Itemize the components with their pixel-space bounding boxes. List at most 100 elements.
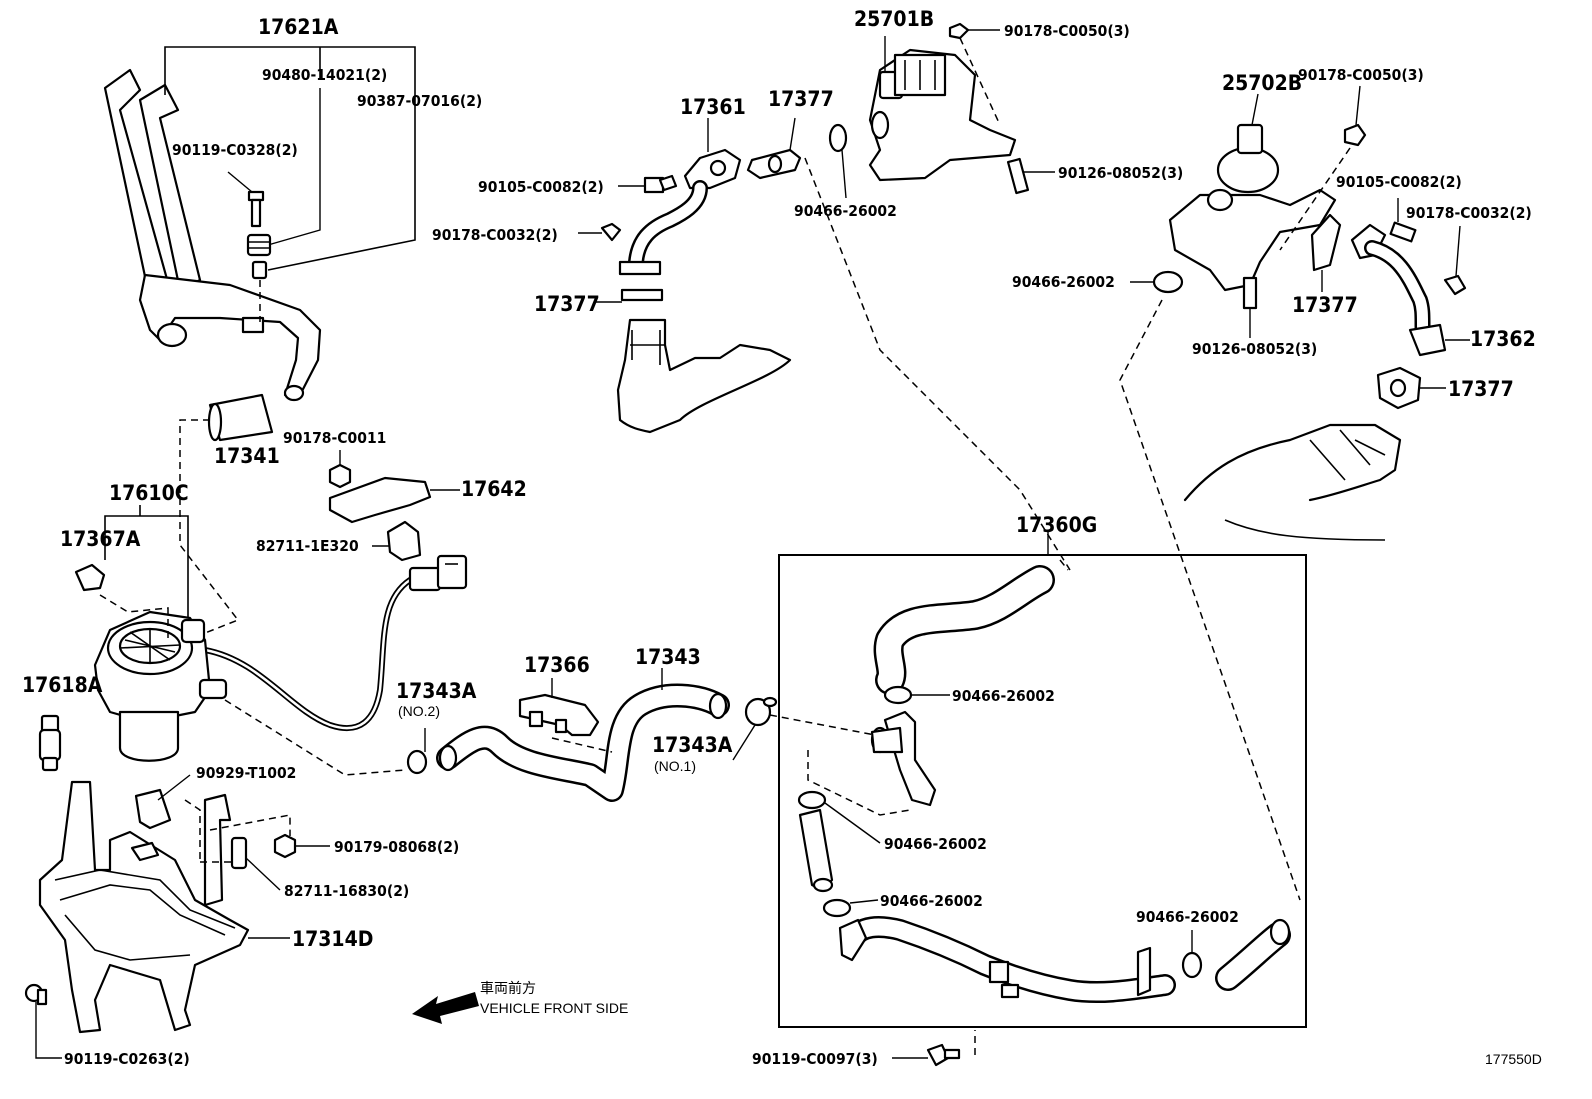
label-90178-C0050-right: 90178-C0050(3) — [1298, 66, 1424, 84]
label-90178-C0050-top: 90178-C0050(3) — [1004, 22, 1130, 40]
label-90929-T1002: 90929-T1002 — [196, 764, 296, 782]
label-25701B: 25701B — [854, 7, 934, 31]
bracket-lines-17621A — [164, 46, 416, 271]
collar-90387 — [251, 260, 268, 280]
label-90105-C0082-right: 90105-C0082(2) — [1336, 173, 1462, 191]
clamp-90466-26002-box-2 — [797, 790, 881, 844]
bracket-17366 — [518, 678, 613, 753]
label-90387-07016: 90387-07016(2) — [357, 92, 482, 110]
nut-90178-C0011 — [328, 450, 352, 489]
hose-assembly-17360G-box — [778, 530, 1307, 1028]
nut-90178-C0050-right — [1279, 85, 1367, 251]
bracket-17642 — [328, 476, 460, 524]
label-17642: 17642 — [461, 477, 527, 501]
clamp-90929-T1002 — [134, 774, 191, 830]
label-90466-26002-top: 90466-26002 — [794, 202, 897, 220]
clamp-90466-26002-box-3 — [822, 898, 879, 918]
gasket-17377-right — [1310, 213, 1342, 292]
label-17377-right: 17377 — [1292, 293, 1358, 317]
label-90178-C0011: 90178-C0011 — [283, 429, 386, 447]
nut-90178-C0032-left — [578, 222, 622, 242]
label-90126-08052-right: 90126-08052(3) — [1192, 340, 1317, 358]
label-90466-26002-box-2: 90466-26002 — [884, 835, 987, 853]
label-25702B: 25702B — [1222, 71, 1302, 95]
label-17341: 17341 — [214, 444, 280, 468]
engine-outline-left — [616, 318, 792, 434]
label-17377-left: 17377 — [534, 292, 600, 316]
label-90105-C0082-left: 90105-C0082(2) — [478, 178, 604, 196]
label-17377-far-right: 17377 — [1448, 377, 1514, 401]
label-90466-26002-right: 90466-26002 — [1012, 273, 1115, 291]
direction-note-en: VEHICLE FRONT SIDE — [480, 1000, 628, 1016]
bolt-90119-C0328 — [227, 171, 265, 228]
stud-90126-08052-top — [1006, 157, 1055, 195]
label-17366: 17366 — [524, 653, 590, 677]
label-17343A-no2: 17343A — [396, 679, 477, 703]
hose-17343A-no1 — [732, 696, 876, 761]
label-17343A-no1: 17343A — [652, 733, 733, 757]
clamp-90466-26002-right-top — [1119, 270, 1301, 901]
pipe-17361 — [618, 118, 742, 276]
grommet-17618A — [38, 714, 62, 772]
nut-90178-C0032-right — [1443, 225, 1467, 296]
label-17360G: 17360G — [1016, 513, 1097, 537]
label-90466-26002-box-4: 90466-26002 — [1136, 908, 1239, 926]
hose-lower-17360G — [838, 916, 1176, 1004]
nut-90178-C0050-top — [948, 22, 1001, 126]
label-17314D: 17314D — [292, 927, 373, 951]
vehicle-front-arrow-icon — [412, 992, 479, 1024]
gasket-17377-far-right — [1376, 366, 1446, 410]
label-90480-14021: 90480-14021(2) — [262, 66, 387, 84]
bolt-90119-C0263 — [24, 983, 60, 1059]
bracket-17314D — [38, 780, 250, 1034]
label-17618A: 17618A — [22, 673, 103, 697]
clip-82711-16830 — [230, 836, 281, 891]
grommet-90480 — [246, 233, 272, 257]
hose-17343A-no2 — [224, 699, 428, 776]
pipe-17362 — [1350, 223, 1470, 357]
clamp-90466-26002-top — [828, 123, 848, 199]
label-no2: (NO.2) — [398, 703, 440, 719]
hose-right-17360G — [1215, 918, 1291, 991]
clamp-82711-1E320 — [372, 520, 422, 562]
label-82711-16830: 82711-16830(2) — [284, 882, 409, 900]
label-82711-1E320: 82711-1E320 — [256, 537, 359, 555]
label-90179-08068: 90179-08068(2) — [334, 838, 459, 856]
valve-25701B — [868, 36, 1017, 182]
bolt-90119-C0097 — [892, 1030, 976, 1067]
gasket-17377-mid — [746, 117, 802, 180]
hose-17341 — [207, 393, 274, 442]
label-17361: 17361 — [680, 95, 746, 119]
bolt-90105-C0082-left — [618, 174, 678, 194]
diagram-id: 177550D — [1485, 1051, 1542, 1067]
air-pipe-17621A — [103, 68, 322, 402]
clamp-90466-26002-box-4 — [1181, 930, 1203, 979]
tee-joint — [870, 710, 937, 807]
label-no1: (NO.1) — [654, 758, 696, 774]
label-90178-C0032-right: 90178-C0032(2) — [1406, 204, 1532, 222]
label-17610C: 17610C — [109, 481, 189, 505]
label-17362: 17362 — [1470, 327, 1536, 351]
valve-25702B — [1168, 93, 1337, 292]
hose-short-box — [798, 808, 834, 893]
label-90466-26002-box-3: 90466-26002 — [880, 892, 983, 910]
nut-90179-08068 — [273, 833, 330, 859]
label-90119-C0097: 90119-C0097(3) — [752, 1050, 878, 1068]
hose-upper-17360G — [873, 559, 1069, 695]
label-90126-08052-top: 90126-08052(3) — [1058, 164, 1183, 182]
label-90466-26002-box-1: 90466-26002 — [952, 687, 1055, 705]
engine-outline-right — [1183, 423, 1402, 541]
label-17343: 17343 — [635, 645, 701, 669]
label-90119-C0263: 90119-C0263(2) — [64, 1050, 190, 1068]
gasket-17377-left — [596, 288, 664, 303]
direction-note-jp: 車両前方 — [480, 980, 536, 996]
label-17621A: 17621A — [258, 15, 339, 39]
bolt-90105-C0082-right — [1389, 198, 1417, 243]
clip-17367A — [74, 563, 169, 640]
clamp-90466-26002-box-1 — [883, 685, 950, 705]
air-pump-17610C — [93, 505, 228, 762]
hose-17343 — [436, 668, 730, 802]
label-90119-C0328: 90119-C0328(2) — [172, 141, 298, 159]
label-17377-top: 17377 — [768, 87, 834, 111]
